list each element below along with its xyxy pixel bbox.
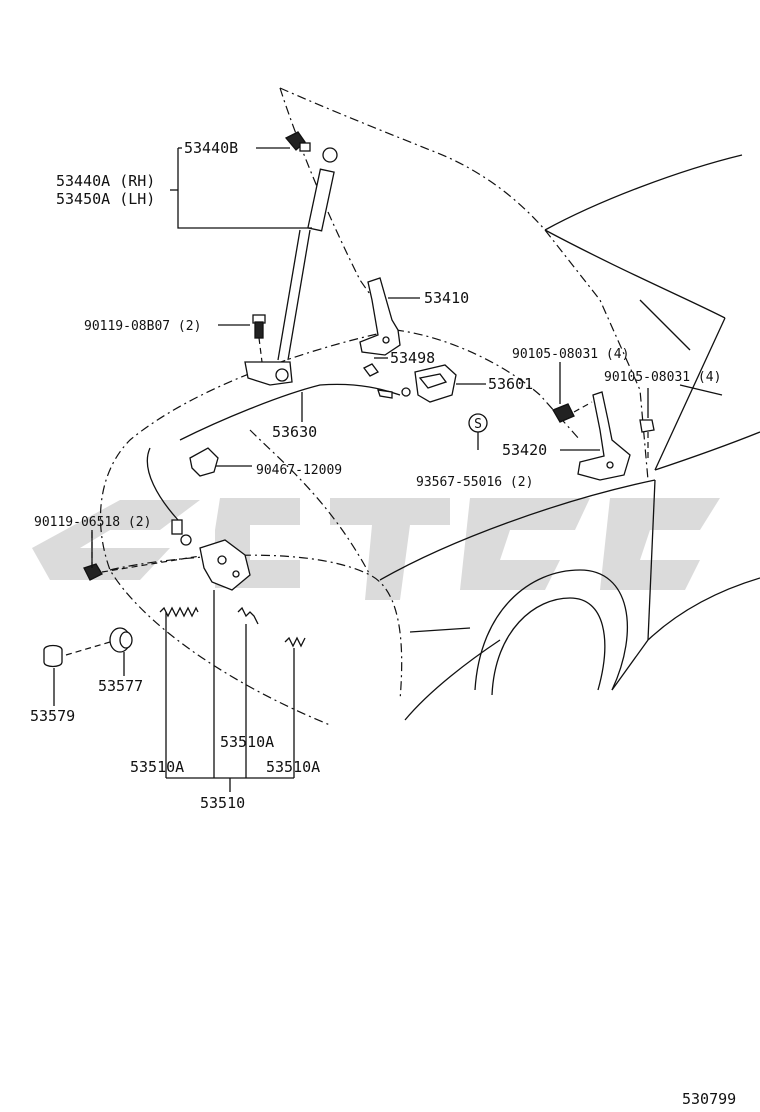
label-53420: 53420 <box>502 441 547 459</box>
label-93567-55016: 93567-55016 (2) <box>416 475 533 490</box>
hood-release-cable <box>146 383 411 546</box>
stud-bolt <box>284 131 311 152</box>
hood-hinge-lh <box>359 277 401 377</box>
leader-lines <box>53 147 649 792</box>
label-53510: 53510 <box>200 794 245 812</box>
hood-cushion <box>43 627 133 668</box>
label-53577: 53577 <box>98 677 143 695</box>
hood-lock <box>199 539 251 591</box>
lock-springs <box>159 606 306 648</box>
label-53410: 53410 <box>424 289 469 307</box>
figure-number: 530799 <box>682 1090 736 1108</box>
hood-hinge-rh <box>577 391 631 481</box>
cable-clamp <box>189 447 219 477</box>
label-53510a-right: 53510A <box>266 758 320 776</box>
hood-support-strut <box>244 147 338 386</box>
label-90105-08031-b: 90105-08031 (4) <box>604 370 721 385</box>
label-53630: 53630 <box>272 423 317 441</box>
body-lines <box>379 154 760 721</box>
s-mark-text: S <box>474 417 482 432</box>
label-53510a-center: 53510A <box>220 733 274 751</box>
label-90119-06518: 90119-06518 (2) <box>34 515 151 530</box>
label-53510a-left: 53510A <box>130 758 184 776</box>
hood-release-lever <box>414 364 457 403</box>
hinge-bolt-rh-1 <box>552 401 593 423</box>
hood-bolt-08b07 <box>252 314 266 363</box>
hinge-bolt-rh-2 <box>639 419 655 460</box>
watermark-logo <box>32 498 720 600</box>
label-90467-12009: 90467-12009 <box>256 463 342 478</box>
label-53601: 53601 <box>488 375 533 393</box>
label-90119-08b07: 90119-08B07 (2) <box>84 319 201 334</box>
supersession-mark: S <box>468 413 488 450</box>
label-53440a: 53440A (RH) <box>56 172 155 190</box>
label-53498: 53498 <box>390 349 435 367</box>
part-labels: 53440B 53440A (RH) 53450A (LH) 53410 901… <box>30 139 736 1108</box>
label-53450a: 53450A (LH) <box>56 190 155 208</box>
label-53440b: 53440B <box>184 139 238 157</box>
label-90105-08031-a: 90105-08031 (4) <box>512 347 629 362</box>
label-53579: 53579 <box>30 707 75 725</box>
